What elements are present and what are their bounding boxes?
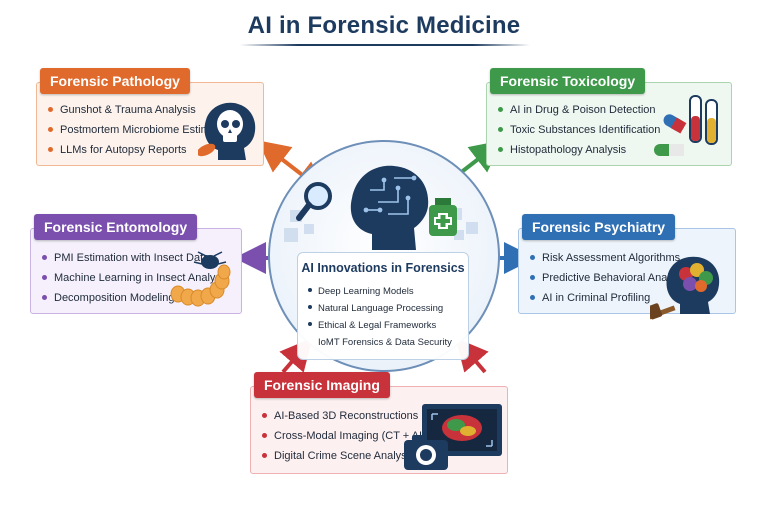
- card-psychiatry: Forensic Psychiatry Risk Assessment Algo…: [518, 214, 736, 321]
- list-item: PMI Estimation with Insect Data: [42, 248, 229, 268]
- insect-larva-icon: [170, 251, 231, 307]
- list-item: AI in Drug & Poison Detection: [498, 100, 660, 120]
- list-item: AI in Criminal Profiling: [530, 288, 689, 308]
- page-title: AI in Forensic Medicine: [247, 12, 521, 39]
- center-item: IoMT Forensics & Data Security: [318, 337, 452, 348]
- list-item: LLMs for Autopsy Reports: [48, 140, 234, 160]
- card-header: Forensic Pathology: [40, 68, 190, 94]
- card-list: AI in Drug & Poison Detection Toxic Subs…: [498, 100, 660, 160]
- card-pathology: Forensic Pathology Gunshot & Trauma Anal…: [36, 68, 264, 166]
- magnifier-icon: [296, 182, 332, 221]
- skull-head-icon: [198, 102, 256, 160]
- list-item: Gunshot & Trauma Analysis: [48, 100, 234, 120]
- list-item: Predictive Behavioral Analysis: [530, 268, 689, 288]
- card-header: Forensic Entomology: [34, 214, 198, 240]
- list-item: Decomposition Modeling: [42, 288, 229, 308]
- card-header: Forensic Psychiatry: [522, 214, 676, 240]
- brain-head-gavel-icon: [650, 256, 720, 321]
- card-list: AI-Based 3D Reconstructions Cross-Modal …: [262, 406, 426, 466]
- card-list: PMI Estimation with Insect Data Machine …: [42, 248, 229, 308]
- test-tubes-pills-icon: [654, 95, 718, 156]
- list-item: AI-Based 3D Reconstructions: [262, 406, 426, 426]
- monitor-camera-icon: [404, 404, 502, 470]
- center-list: Deep Learning Models Natural Language Pr…: [308, 283, 452, 351]
- title-underline: [240, 44, 530, 46]
- list-item: Toxic Substances Identification: [498, 120, 660, 140]
- card-list: Risk Assessment Algorithms Predictive Be…: [530, 248, 689, 308]
- list-item: Histopathology Analysis: [498, 140, 660, 160]
- card-header: Forensic Toxicology: [490, 68, 646, 94]
- center-item: Natural Language Processing: [308, 300, 452, 317]
- list-item: Digital Crime Scene Analysis: [262, 446, 426, 466]
- center-item: Deep Learning Models: [308, 283, 452, 300]
- card-list: Gunshot & Trauma Analysis Postmortem Mic…: [48, 100, 234, 160]
- card-toxicology: Forensic Toxicology AI in Drug & Poison …: [486, 68, 732, 166]
- card-entomology: Forensic Entomology PMI Estimation with …: [30, 214, 242, 314]
- list-item: Risk Assessment Algorithms: [530, 248, 689, 268]
- center-title: AI Innovations in Forensics: [301, 261, 465, 275]
- list-item: Machine Learning in Insect Analysis: [42, 268, 229, 288]
- list-item: Cross-Modal Imaging (CT + AI): [262, 426, 426, 446]
- ai-head-brain-icon: [284, 165, 478, 250]
- center-item: Ethical & Legal Frameworks: [308, 317, 452, 334]
- medicine-bottle-icon: [429, 198, 457, 236]
- card-header: Forensic Imaging: [254, 372, 390, 398]
- center-info-box: AI Innovations in Forensics Deep Learnin…: [297, 252, 469, 360]
- card-imaging: Forensic Imaging AI-Based 3D Reconstruct…: [250, 372, 508, 474]
- list-item: Postmortem Microbiome Estimation: [48, 120, 234, 140]
